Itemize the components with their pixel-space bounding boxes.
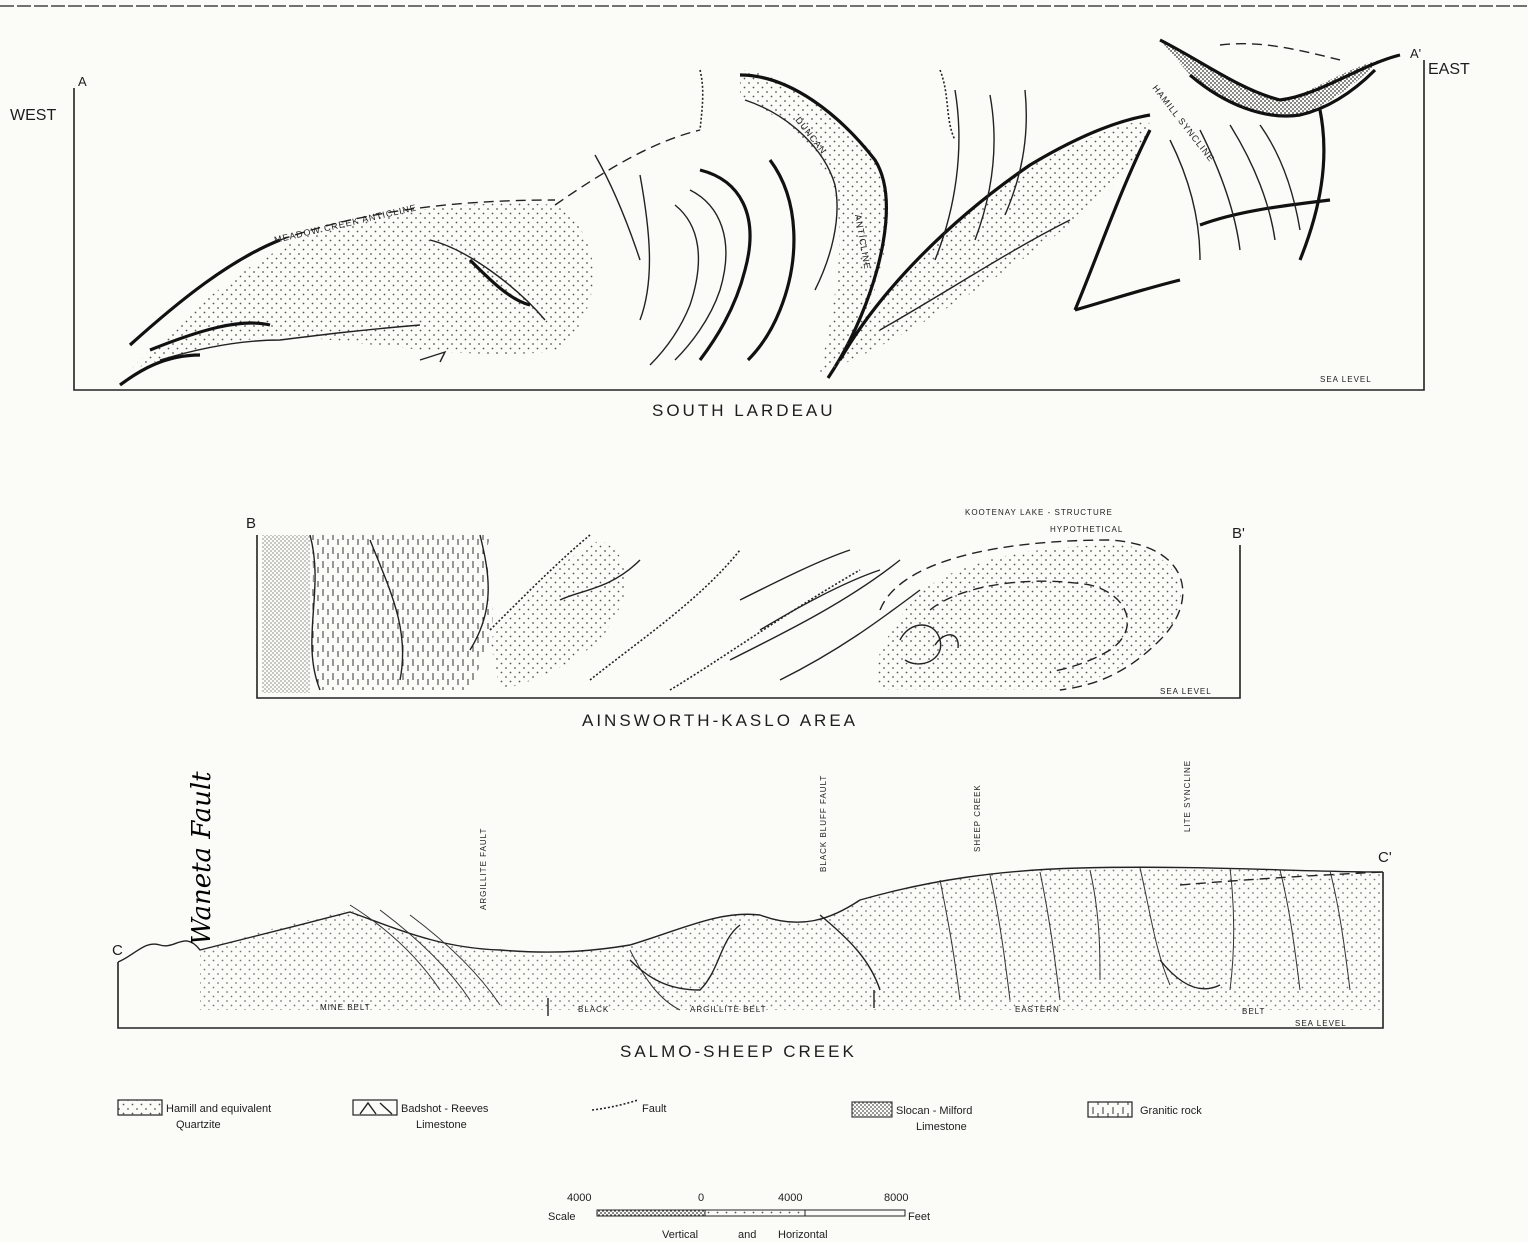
scale-segment	[805, 1210, 905, 1216]
scale-bar: 4000 0 4000 8000 Scale Feet Vertical and…	[548, 1192, 930, 1241]
slocan-milford-block	[262, 535, 310, 693]
legend-granitic: Granitic rock	[1140, 1105, 1202, 1117]
legend: Hamill and equivalent Quartzite Badshot …	[118, 1100, 1202, 1133]
sea-level-c: SEA LEVEL	[1295, 1019, 1347, 1028]
fault-trace	[940, 70, 955, 140]
sheep-creek-label: SHEEP CREEK	[973, 784, 982, 852]
endpoint-a-prime: A'	[1410, 46, 1421, 61]
black-label: BLACK	[578, 1005, 609, 1014]
fold-limb	[1230, 125, 1275, 240]
scale-label: Scale	[548, 1211, 576, 1223]
argillite-fault-label: ARGILLITE FAULT	[479, 828, 488, 910]
scale-tick-label: 4000	[567, 1192, 591, 1204]
scale-caption-mid: and	[738, 1229, 756, 1241]
black-bluff-fault-label: BLACK BLUFF FAULT	[819, 775, 828, 872]
kootenay-lake-fold	[877, 545, 1181, 690]
fold-limb	[730, 560, 900, 660]
argillite-belt-label: ARGILLITE BELT	[690, 1005, 767, 1014]
syncline-label: LITE SYNCLINE	[1183, 760, 1192, 832]
legend-slocan-line2: Limestone	[916, 1121, 967, 1133]
fold-axis	[555, 130, 700, 205]
kootenay-structure-label: KOOTENAY LAKE - STRUCTURE	[965, 508, 1113, 517]
legend-badshot-line1: Badshot - Reeves	[401, 1103, 489, 1115]
fold-limb	[640, 175, 649, 320]
legend-hamill-line1: Hamill and equivalent	[166, 1103, 271, 1115]
scale-segment	[597, 1210, 705, 1216]
fold-limb	[420, 352, 445, 362]
endpoint-b-prime: B'	[1232, 525, 1245, 542]
ainsworth-kaslo-title: AINSWORTH-KASLO AREA	[582, 711, 858, 730]
fold-limb	[1075, 280, 1180, 310]
fold-limb	[1170, 140, 1200, 260]
fault-swatch	[592, 1100, 638, 1110]
west-label: WEST	[10, 107, 56, 124]
endpoint-c-prime: C'	[1378, 849, 1392, 866]
mine-belt-label: MINE BELT	[320, 1003, 371, 1012]
belt-label: BELT	[1242, 1007, 1265, 1016]
fold-limb	[1200, 200, 1330, 225]
badshot-swatch-mark	[360, 1103, 392, 1114]
scale-tick-label: 4000	[778, 1192, 802, 1204]
kootenay-hypothetical-label: HYPOTHETICAL	[1050, 525, 1123, 534]
hamill-swatch	[118, 1100, 162, 1115]
waneta-fault-annotation: Waneta Fault	[187, 771, 217, 945]
sea-level-b: SEA LEVEL	[1160, 687, 1212, 696]
endpoint-b: B	[246, 515, 256, 532]
fold-limb	[748, 160, 794, 360]
ainsworth-kaslo-section: B B' KOOTENAY LAKE - STRUCTURE HYPOTHETI…	[246, 508, 1245, 730]
south-lardeau-section: WEST EAST A A' MEADOW CREEK ANTICLINE DU…	[10, 40, 1470, 420]
sea-level-a: SEA LEVEL	[1320, 375, 1372, 384]
scale-caption-left: Vertical	[662, 1229, 698, 1241]
endpoint-c: C	[112, 942, 123, 959]
eastern-label: EASTERN	[1015, 1005, 1060, 1014]
scale-tick-label: 0	[698, 1192, 704, 1204]
fold-limb	[1300, 110, 1324, 260]
fold-axis	[1220, 44, 1340, 60]
fold-limb	[595, 155, 640, 260]
scale-caption-right: Horizontal	[778, 1229, 828, 1241]
fold-limb	[1260, 125, 1300, 230]
hamill-syncline-label: HAMILL SYNCLINE	[1150, 83, 1216, 164]
salmo-sheep-creek-section: C C' Waneta Fault ARGILLITE FAULT BLACK …	[112, 760, 1392, 1061]
slocan-swatch	[852, 1102, 892, 1117]
legend-badshot-line2: Limestone	[416, 1119, 467, 1131]
scale-unit: Feet	[908, 1211, 930, 1223]
fold-limb	[740, 550, 850, 600]
scale-tick-label: 8000	[884, 1192, 908, 1204]
fault-trace	[700, 70, 703, 130]
scale-segment	[705, 1210, 805, 1216]
south-lardeau-title: SOUTH LARDEAU	[652, 401, 836, 420]
east-label: EAST	[1428, 61, 1470, 78]
endpoint-a: A	[78, 74, 87, 89]
legend-hamill-line2: Quartzite	[176, 1119, 221, 1131]
salmo-sheep-creek-title: SALMO-SHEEP CREEK	[620, 1042, 857, 1061]
legend-slocan-line1: Slocan - Milford	[896, 1105, 972, 1117]
legend-fault: Fault	[642, 1103, 666, 1115]
granitic-swatch	[1088, 1102, 1132, 1117]
